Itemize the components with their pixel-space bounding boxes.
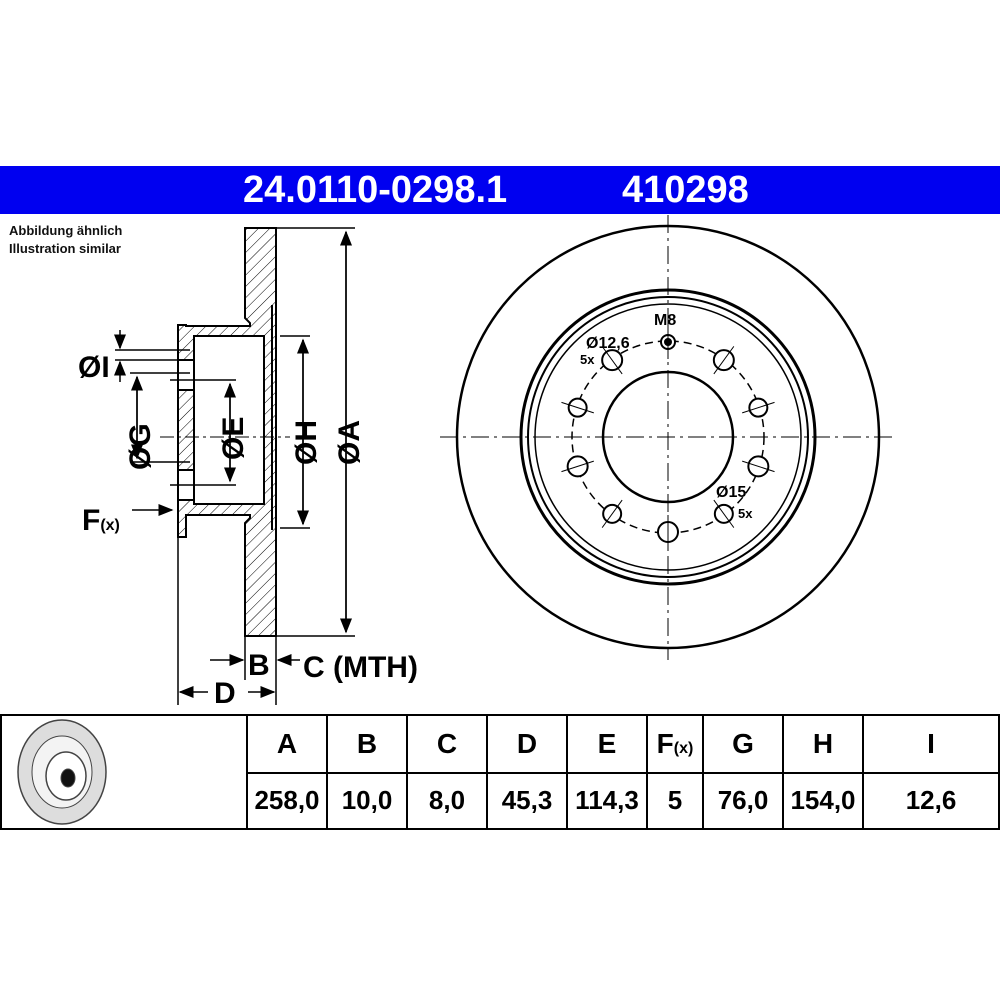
hole-centerline (561, 460, 594, 473)
side-view (114, 227, 355, 705)
side-view-labels: ØI ØG ØE ØH ØA F(x) B C (MTH) D (78, 351, 418, 710)
label-E: ØE (217, 417, 250, 460)
hole-centerline (601, 499, 623, 528)
hole-centerline (742, 401, 775, 414)
value-C: 8,0 (406, 771, 488, 831)
label-I: ØI (78, 351, 110, 384)
label-F: F(x) (82, 504, 120, 537)
label-A: ØA (333, 420, 366, 465)
note-de: Abbildung ähnlich (9, 223, 123, 238)
thumbnail-cell (0, 714, 248, 830)
label-D: D (214, 677, 236, 710)
col-B: B (326, 714, 408, 774)
short-number: 410298 (622, 169, 749, 211)
front-view (440, 215, 895, 660)
hole-centerline (742, 460, 775, 473)
value-D: 45,3 (486, 771, 568, 831)
note-en: Illustration similar (9, 241, 121, 256)
col-F: F(x) (646, 714, 704, 774)
small-hole-label: Ø12,6 (586, 335, 630, 352)
illustration-note: Abbildung ähnlich Illustration similar (9, 222, 122, 258)
thread-core (664, 338, 672, 346)
value-G: 76,0 (702, 771, 784, 831)
hole-centerline (601, 346, 623, 375)
label-G: ØG (124, 423, 157, 470)
value-B: 10,0 (326, 771, 408, 831)
label-C: C (MTH) (303, 651, 418, 684)
col-A: A (246, 714, 328, 774)
small-hole-count: 5x (580, 352, 595, 367)
title-banner: 24.0110-0298.1 410298 (0, 166, 1000, 214)
dimensions-table: A B C D E F(x) G H I 258,0 10,0 8,0 45,3… (0, 714, 1000, 831)
value-F: 5 (646, 771, 704, 831)
hole-centerline (561, 401, 594, 414)
hole-centerline (713, 499, 735, 528)
col-E: E (566, 714, 648, 774)
large-hole-label: Ø15 (716, 484, 746, 501)
value-A: 258,0 (246, 771, 328, 831)
label-H: ØH (290, 420, 323, 465)
label-B: B (248, 649, 270, 682)
front-view-labels: M8 Ø12,6 5x Ø15 5x (580, 312, 753, 521)
col-H: H (782, 714, 864, 774)
value-E: 114,3 (566, 771, 648, 831)
col-C: C (406, 714, 488, 774)
large-hole-count: 5x (738, 506, 753, 521)
thread-label: M8 (654, 312, 676, 329)
col-I: I (862, 714, 1000, 774)
col-D: D (486, 714, 568, 774)
hole-centerline (713, 346, 735, 375)
col-G: G (702, 714, 784, 774)
part-number: 24.0110-0298.1 (243, 169, 508, 211)
value-H: 154,0 (782, 771, 864, 831)
value-I: 12,6 (862, 771, 1000, 831)
